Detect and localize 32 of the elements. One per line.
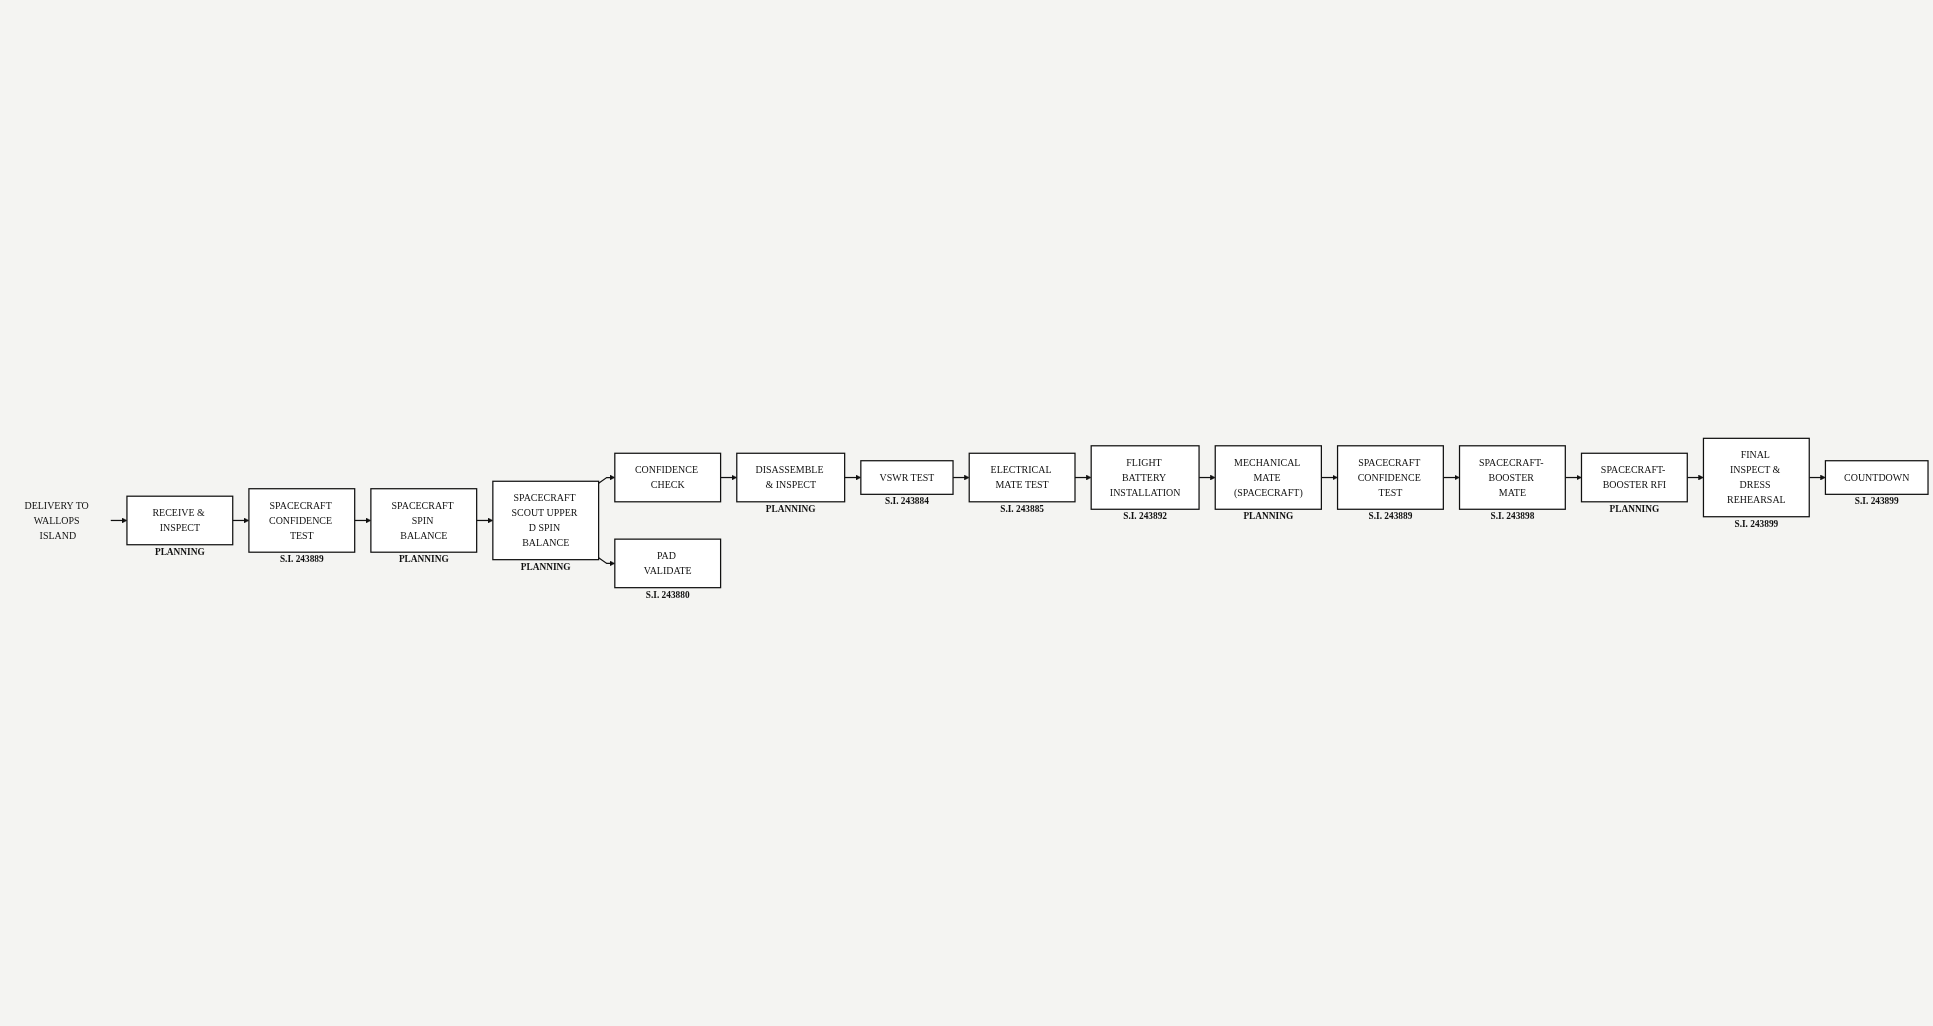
node-box: ELECTRICAL MATE TEST <box>968 452 1076 503</box>
node-caption: S.I. 243885 <box>1000 503 1044 514</box>
node-box: SPACECRAFT- BOOSTER RFI <box>1580 452 1688 503</box>
node-box: RECEIVE & INSPECT <box>126 495 234 546</box>
node-box: PAD VALIDATE <box>614 538 722 589</box>
node-caption: S.I. 243889 <box>279 554 324 565</box>
node-caption: S.I. 243889 <box>1368 511 1413 522</box>
node-box: SPACECRAFT SPIN BALANCE <box>370 488 478 553</box>
node-caption: PLANNING <box>1243 511 1294 522</box>
node-box: SPACECRAFT CONFIDENCE TEST <box>1336 445 1444 510</box>
node-box: COUNTDOWN <box>1824 460 1929 495</box>
node-caption: PLANNING <box>520 561 571 572</box>
node-caption: S.I. 243884 <box>885 496 929 507</box>
node-box: MECHANICAL MATE (SPACECRAFT) <box>1214 445 1322 510</box>
node-box: SPACECRAFT- BOOSTER MATE <box>1458 445 1566 510</box>
node-box: SPACECRAFT SCOUT UPPER D SPIN BALANCE <box>492 480 600 561</box>
node-box: FLIGHT BATTERY INSTALLATION <box>1090 445 1200 510</box>
node-box: DISASSEMBLE & INSPECT <box>736 452 846 503</box>
node-caption: S.I. 243899 <box>1854 496 1899 507</box>
node-caption: S.I. 243899 <box>1734 518 1779 529</box>
node-box: VSWR TEST <box>860 460 954 495</box>
node-text: DELIVERY TO WALLOPS ISLAND <box>24 499 89 541</box>
node-box: SPACECRAFT CONFIDENCE TEST <box>248 488 356 553</box>
node-caption: PLANNING <box>398 554 449 565</box>
node-box: FINAL INSPECT & DRESS REHEARSAL <box>1702 437 1810 518</box>
node-box: CONFIDENCE CHECK <box>614 452 722 503</box>
node-caption: PLANNING <box>154 546 205 557</box>
node-caption: S.I. 243880 <box>645 589 690 600</box>
node-caption: PLANNING <box>1609 503 1660 514</box>
node-caption: PLANNING <box>765 503 816 514</box>
node-caption: S.I. 243892 <box>1123 511 1167 522</box>
node-caption: S.I. 243898 <box>1490 511 1535 522</box>
